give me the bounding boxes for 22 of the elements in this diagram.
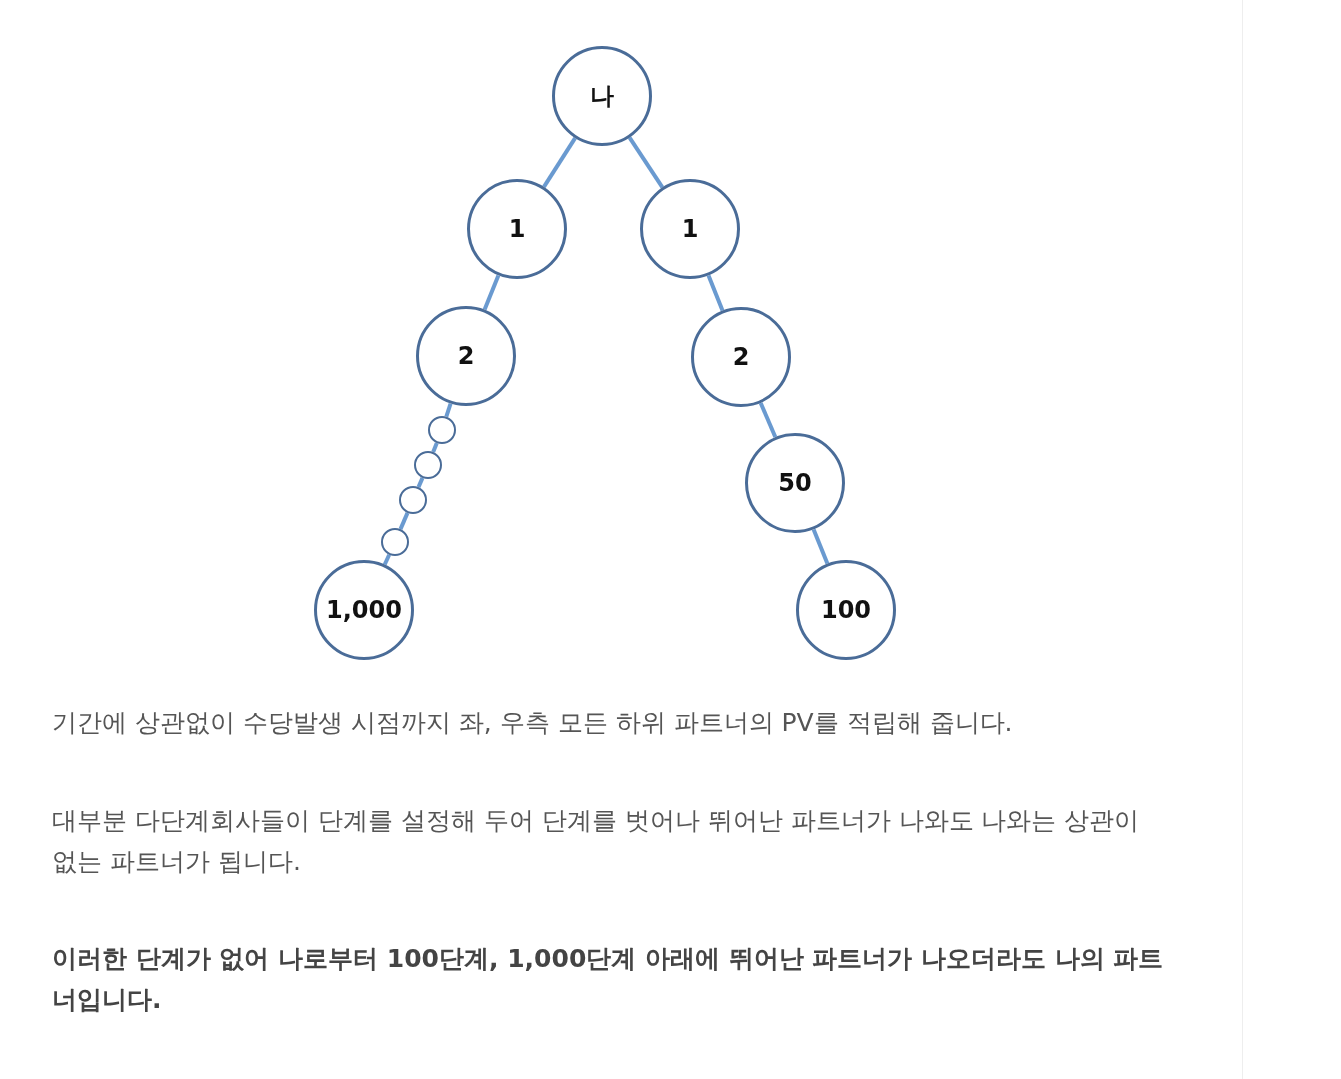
node-label: 100 bbox=[820, 596, 872, 624]
paragraph: 대부분 다단계회사들이 단계를 설정해 두어 단계를 벗어나 뛰어난 파트너가 나와도 나와는 상관이 없는 파트너가 됩니다. bbox=[52, 805, 1141, 878]
paragraph: 기간에 상관없이 수당발생 시점까지 좌, 우측 모든 하위 파트너의 PV를 적립해 줍니다. bbox=[52, 707, 1014, 739]
node-label: 2 bbox=[732, 343, 750, 371]
connector-line bbox=[811, 528, 830, 565]
connector-line bbox=[627, 136, 665, 189]
small-circle bbox=[414, 451, 442, 479]
connector-line bbox=[398, 512, 410, 530]
node-label: 나 bbox=[590, 81, 614, 112]
connector-line bbox=[758, 402, 778, 438]
connector-line bbox=[482, 274, 501, 311]
small-circle bbox=[428, 416, 456, 444]
paragraph: 이러한 단계가 없어 나로부터 100단계, 1,000단계 아래에 뛰어난 파트너가 나오더라도 나의 파트너입니다. bbox=[52, 943, 1165, 1016]
small-circle bbox=[381, 528, 409, 556]
connector-line bbox=[542, 137, 577, 188]
node-label: 50 bbox=[778, 469, 812, 497]
connector-line bbox=[706, 274, 725, 312]
node-label: 1 bbox=[681, 215, 699, 243]
node-label: 2 bbox=[457, 342, 475, 370]
node-label: 1,000 bbox=[326, 596, 402, 624]
node-label: 1 bbox=[508, 215, 526, 243]
small-circle bbox=[399, 486, 427, 514]
